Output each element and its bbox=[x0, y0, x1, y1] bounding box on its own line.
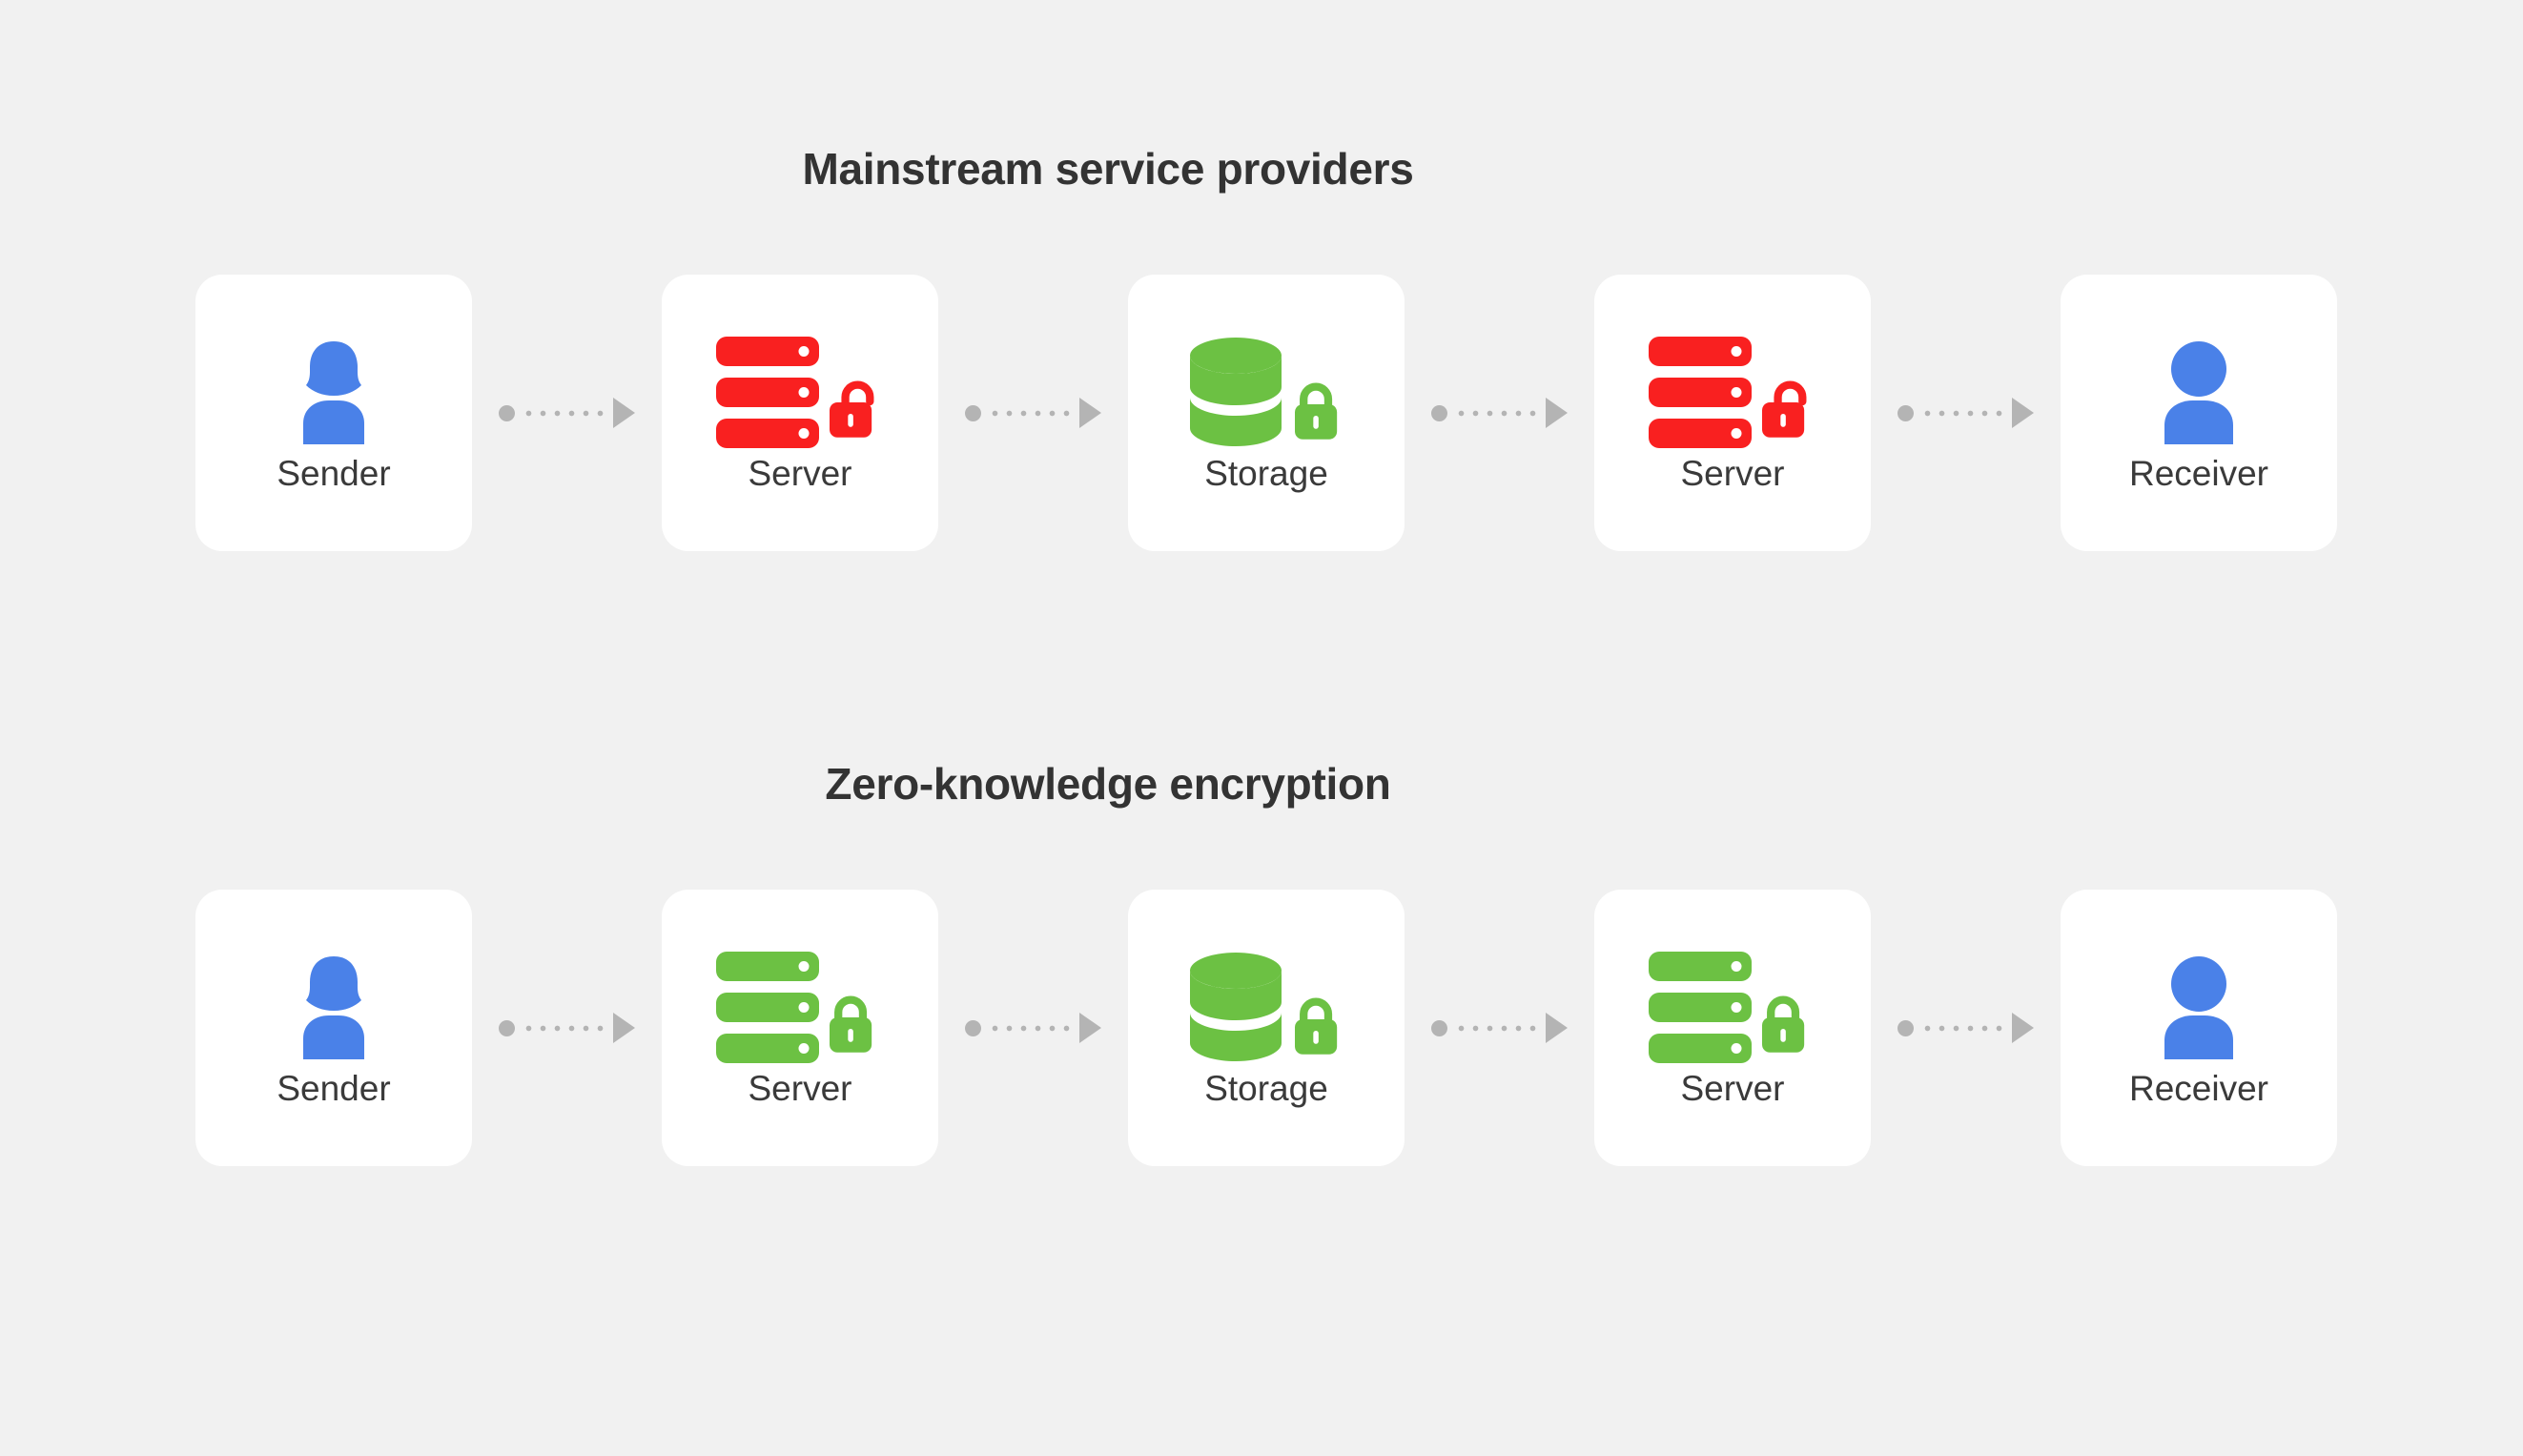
person-male-icon bbox=[2164, 340, 2233, 444]
connector-origin-dot bbox=[1897, 1019, 1914, 1036]
node-icon-wrap bbox=[1182, 951, 1350, 1065]
lock-closed-icon bbox=[830, 995, 872, 1053]
connector-arrowhead-icon bbox=[613, 398, 635, 428]
node-label: Server bbox=[1680, 1068, 1785, 1108]
person-female-icon bbox=[303, 955, 364, 1059]
node-icon-wrap bbox=[716, 951, 884, 1065]
connector-origin-dot bbox=[499, 1019, 515, 1036]
lock-closed-icon bbox=[1295, 381, 1338, 440]
connector-origin-dot bbox=[1431, 404, 1447, 421]
connector-arrowhead-icon bbox=[1546, 1013, 1568, 1043]
connector-origin-dot bbox=[1431, 1019, 1447, 1036]
node-card-receiver-4[interactable]: Receiver bbox=[2061, 275, 2337, 551]
connector-arrowhead-icon bbox=[1079, 1013, 1101, 1043]
node-label: Sender bbox=[277, 1068, 391, 1108]
lock-open-icon bbox=[1762, 379, 1807, 438]
node-label: Server bbox=[1680, 453, 1785, 493]
connector-dotted-track bbox=[1454, 1024, 1539, 1032]
connector-dotted-track bbox=[1920, 409, 2005, 417]
node-card-sender-0[interactable]: Sender bbox=[195, 275, 472, 551]
node-label: Server bbox=[748, 1068, 852, 1108]
node-icon-wrap bbox=[284, 951, 383, 1065]
connector-arrow-1 bbox=[965, 1013, 1101, 1043]
connector-dotted-track bbox=[522, 1024, 606, 1032]
node-card-storage-2[interactable]: Storage bbox=[1128, 275, 1405, 551]
section-mainstream: Mainstream service providers Sender Serv… bbox=[0, 143, 2523, 561]
node-icon-wrap bbox=[716, 336, 884, 450]
node-icon-wrap bbox=[1182, 336, 1350, 450]
node-label: Receiver bbox=[2129, 1068, 2268, 1108]
node-icon-wrap bbox=[1649, 951, 1816, 1065]
connector-arrow-0 bbox=[499, 398, 635, 428]
database-icon bbox=[1190, 952, 1338, 1061]
node-label: Receiver bbox=[2129, 453, 2268, 493]
connector-origin-dot bbox=[499, 404, 515, 421]
section-title-mainstream: Mainstream service providers bbox=[802, 144, 1414, 194]
server-icon bbox=[1649, 951, 1805, 1063]
connector-origin-dot bbox=[965, 1019, 981, 1036]
node-card-server-1[interactable]: Server bbox=[662, 890, 938, 1166]
server-icon bbox=[716, 336, 874, 448]
connector-arrow-2 bbox=[1431, 398, 1568, 428]
connector-arrowhead-icon bbox=[2012, 398, 2034, 428]
node-card-storage-2[interactable]: Storage bbox=[1128, 890, 1405, 1166]
connector-dotted-track bbox=[1454, 409, 1539, 417]
server-icon bbox=[1649, 336, 1807, 448]
connector-dotted-track bbox=[988, 1024, 1073, 1032]
person-female-icon bbox=[303, 340, 364, 444]
connector-arrow-0 bbox=[499, 1013, 635, 1043]
node-card-server-1[interactable]: Server bbox=[662, 275, 938, 551]
connector-arrowhead-icon bbox=[1546, 398, 1568, 428]
node-icon-wrap bbox=[2149, 951, 2248, 1065]
node-label: Server bbox=[748, 453, 852, 493]
connector-arrow-3 bbox=[1897, 1013, 2034, 1043]
connector-origin-dot bbox=[1897, 404, 1914, 421]
flow-mainstream: Sender Server Storage bbox=[0, 275, 2523, 561]
node-label: Storage bbox=[1204, 453, 1328, 493]
connector-origin-dot bbox=[965, 404, 981, 421]
lock-closed-icon bbox=[1295, 996, 1338, 1055]
node-card-receiver-4[interactable]: Receiver bbox=[2061, 890, 2337, 1166]
node-label: Sender bbox=[277, 453, 391, 493]
lock-closed-icon bbox=[1762, 995, 1805, 1053]
connector-dotted-track bbox=[988, 409, 1073, 417]
connector-dotted-track bbox=[1920, 1024, 2005, 1032]
lock-open-icon bbox=[830, 379, 874, 438]
database-icon bbox=[1190, 337, 1338, 446]
node-icon-wrap bbox=[284, 336, 383, 450]
node-icon-wrap bbox=[1649, 336, 1816, 450]
node-icon-wrap bbox=[2149, 336, 2248, 450]
node-label: Storage bbox=[1204, 1068, 1328, 1108]
node-card-sender-0[interactable]: Sender bbox=[195, 890, 472, 1166]
connector-arrow-2 bbox=[1431, 1013, 1568, 1043]
section-zero-knowledge: Zero-knowledge encryption Sender Server … bbox=[0, 758, 2523, 1176]
connector-arrowhead-icon bbox=[2012, 1013, 2034, 1043]
server-icon bbox=[716, 951, 872, 1063]
connector-arrow-3 bbox=[1897, 398, 2034, 428]
connector-dotted-track bbox=[522, 409, 606, 417]
connector-arrow-1 bbox=[965, 398, 1101, 428]
section-title-zero-knowledge: Zero-knowledge encryption bbox=[825, 759, 1391, 809]
connector-arrowhead-icon bbox=[1079, 398, 1101, 428]
person-male-icon bbox=[2164, 955, 2233, 1059]
node-card-server-3[interactable]: Server bbox=[1594, 890, 1871, 1166]
flow-zero-knowledge: Sender Server Storage bbox=[0, 890, 2523, 1176]
node-card-server-3[interactable]: Server bbox=[1594, 275, 1871, 551]
connector-arrowhead-icon bbox=[613, 1013, 635, 1043]
